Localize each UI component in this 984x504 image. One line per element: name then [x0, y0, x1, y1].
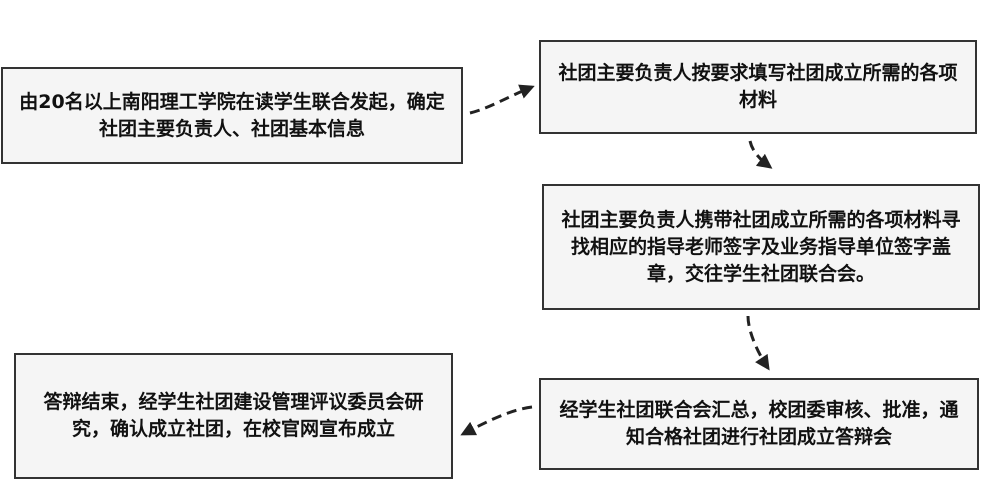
flow-node-initiate: 由20名以上南阳理工学院在读学生联合发起，确定社团主要负责人、社团基本信息	[1, 67, 463, 164]
edge-n4-n5	[460, 405, 533, 436]
flow-node-fill-materials: 社团主要负责人按要求填写社团成立所需的各项材料	[539, 40, 977, 134]
edge-n3-n4	[746, 315, 770, 371]
node-text: 社团主要负责人携带社团成立所需的各项材料寻找相应的指导老师签字及业务指导单位签字…	[561, 208, 961, 285]
flow-node-announce: 答辩结束，经学生社团建设管理评议委员会研究，确认成立社团，在校官网宣布成立	[14, 353, 453, 479]
node-text: 答辩结束，经学生社团建设管理评议委员会研究，确认成立社团，在校官网宣布成立	[43, 391, 424, 440]
node-text: 社团主要负责人按要求填写社团成立所需的各项材料	[558, 62, 958, 111]
flow-node-review-approve: 经学生社团联合会汇总，校团委审核、批准，通知合格社团进行社团成立答辩会	[539, 378, 979, 470]
edge-n1-n2	[469, 84, 535, 115]
flow-node-get-signatures: 社团主要负责人携带社团成立所需的各项材料寻找相应的指导老师签字及业务指导单位签字…	[542, 184, 980, 310]
node-text: 由20名以上南阳理工学院在读学生联合发起，确定社团主要负责人、社团基本信息	[19, 90, 445, 140]
edge-n2-n3	[748, 140, 773, 169]
node-text: 经学生社团联合会汇总，校团委审核、批准，通知合格社团进行社团成立答辩会	[559, 399, 959, 448]
